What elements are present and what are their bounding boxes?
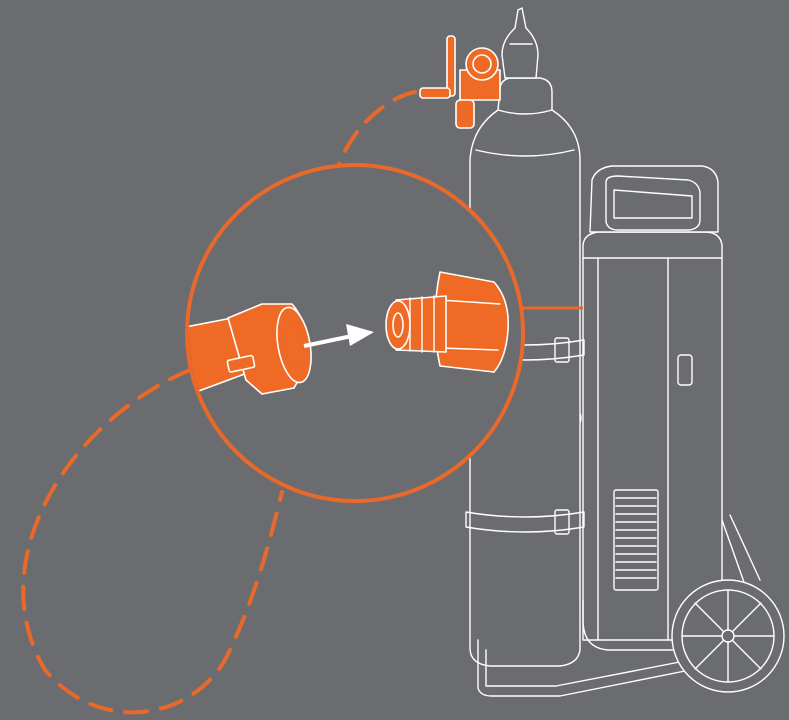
pressure-regulator-icon	[420, 36, 500, 128]
welding-machine-icon	[573, 166, 760, 650]
